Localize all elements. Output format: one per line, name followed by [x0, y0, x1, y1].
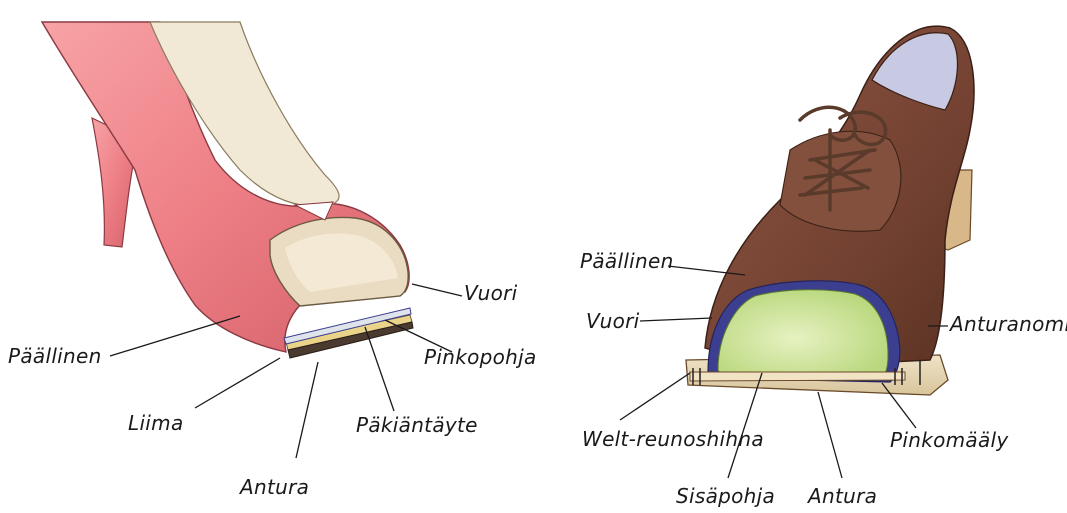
oxford-insole [718, 290, 888, 378]
label-sisapohja: Sisäpohja [676, 484, 775, 508]
label-anturanommel: Anturanommel [948, 312, 1067, 336]
label-welt: Welt-reunoshihna [582, 427, 764, 451]
oxford-shoe [686, 26, 974, 395]
label-vuori-right: Vuori [586, 309, 640, 333]
high-heel-shoe [42, 22, 413, 358]
label-antura-left: Antura [238, 475, 309, 499]
oxford-vamp-panel [780, 131, 901, 231]
label-pinkopohja: Pinkopohja [424, 345, 537, 369]
label-antura-right: Antura [806, 484, 877, 508]
label-vuori-left: Vuori [464, 281, 518, 305]
label-liima: Liima [128, 411, 184, 435]
label-paallinen-left: Päällinen [8, 344, 102, 368]
label-pinkomaaly: Pinkomääly [890, 428, 1009, 452]
oxford-welt [690, 372, 905, 381]
label-pakiantayte: Päkiäntäyte [356, 413, 478, 437]
label-paallinen-right: Päällinen [580, 249, 674, 273]
